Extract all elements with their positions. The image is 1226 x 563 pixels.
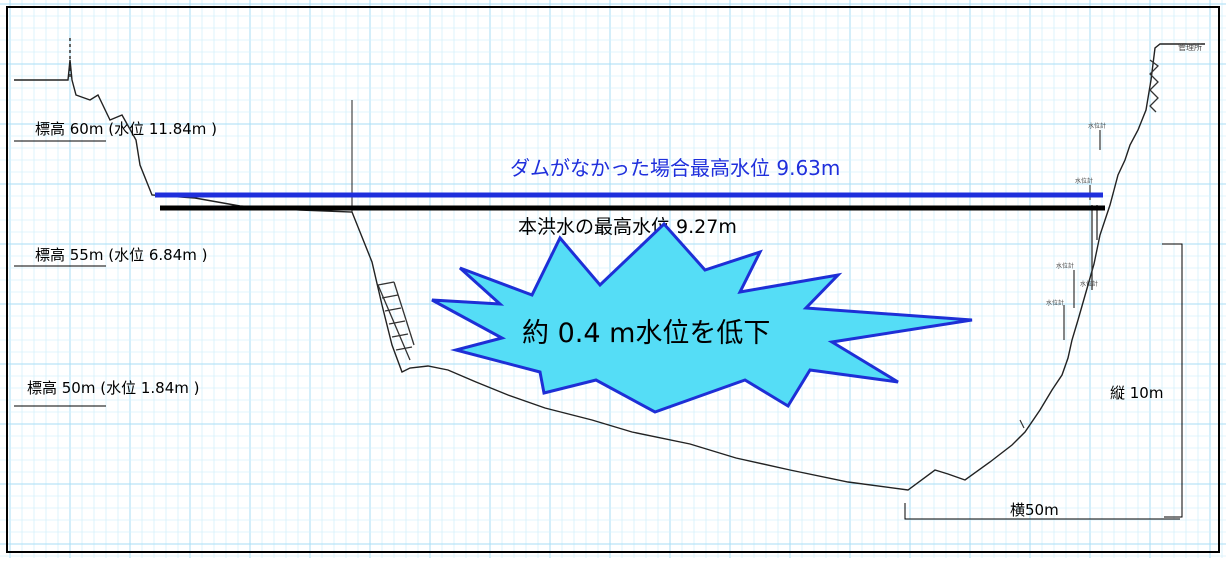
reduction-callout-text: 約 0.4 m水位を低下 (522, 318, 770, 349)
gauge-tag: 水位計 (1080, 280, 1098, 288)
water-level-without-dam-label: ダムがなかった場合最高水位 9.63m (510, 156, 840, 180)
slope-protection (377, 281, 415, 361)
elevation-label-55: 標高 55m (水位 6.84m ) (35, 246, 208, 264)
diagram-frame (6, 6, 1220, 553)
elevation-label-50: 標高 50m (水位 1.84m ) (27, 379, 200, 397)
water-level-this-flood-label: 本洪水の最高水位 9.27m (518, 216, 737, 238)
scale-markers (904, 243, 1183, 520)
gauge-tags: 水位計 水位計 水位計 水位計 水位計 管理所 (1046, 42, 1202, 307)
elevation-labels (14, 140, 106, 407)
gauge-tag: 水位計 (1088, 122, 1106, 130)
right-bank-wall (1091, 59, 1159, 290)
gauge-tag: 水位計 (1075, 177, 1093, 185)
water-gauges (1019, 130, 1101, 429)
gauge-tag: 水位計 (1046, 299, 1064, 307)
horizontal-scale-label: 横50m (1010, 501, 1059, 519)
vertical-scale-label: 縦 10m (1110, 384, 1163, 402)
gauge-tag: 水位計 (1056, 262, 1074, 270)
corner-tag: 管理所 (1178, 42, 1202, 52)
reduction-callout-burst (431, 221, 973, 414)
elevation-label-60: 標高 60m (水位 11.84m ) (35, 120, 217, 138)
